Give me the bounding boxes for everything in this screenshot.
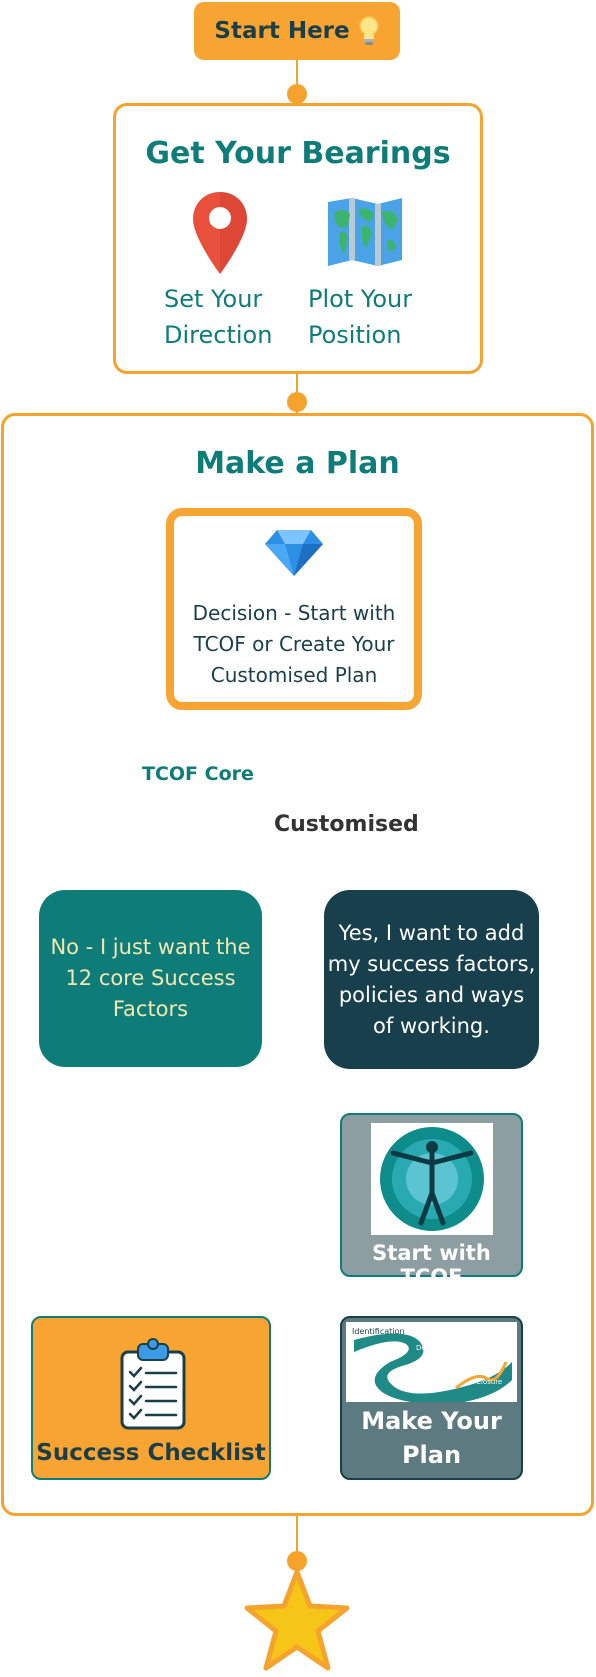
- position-line2: Position: [308, 321, 402, 349]
- yes-box-line1: Yes, I want to add: [338, 920, 525, 945]
- decision-line1: Decision - Start with: [192, 601, 396, 625]
- start-label: Start Here: [214, 18, 350, 44]
- no-box-line2: 12 core Success: [65, 966, 236, 990]
- tcof-label: Start with TCOF: [372, 1241, 491, 1289]
- connector-dot: [287, 84, 307, 104]
- bearings-item-position: Plot Your Position: [308, 281, 412, 353]
- vitruvian-man-image: [371, 1123, 493, 1235]
- yes-box-line4: of working.: [373, 1013, 490, 1038]
- yes-box-line3: policies and ways: [338, 982, 525, 1007]
- world-map-icon: [328, 198, 402, 266]
- direction-line1: Set Your: [164, 285, 263, 313]
- yes-customise-box[interactable]: Yes, I want to add my success factors, p…: [324, 890, 539, 1069]
- branch-label-tcof-core: TCOF Core: [142, 763, 254, 785]
- map-pin-icon: [193, 192, 247, 274]
- lightbulb-icon: [358, 16, 379, 45]
- branch-label-customised: Customised: [274, 812, 419, 837]
- no-core-factors-box[interactable]: No - I just want the 12 core Success Fac…: [39, 890, 262, 1067]
- make-your-plan-box[interactable]: Identification Definition Delivery Closu…: [340, 1316, 523, 1480]
- bearings-title: Get Your Bearings: [145, 136, 451, 171]
- plan-title: Make a Plan: [195, 446, 400, 481]
- make-your-plan-line1: Make Your: [361, 1407, 502, 1435]
- bearings-item-direction: Set Your Direction: [164, 281, 272, 353]
- diamond-icon: [265, 530, 323, 576]
- no-box-line3: Factors: [112, 997, 189, 1021]
- decision-text: Decision - Start with TCOF or Create You…: [174, 598, 414, 691]
- road-label-1: Definition: [416, 1344, 450, 1352]
- star-icon[interactable]: [242, 1568, 352, 1674]
- make-your-plan-line2: Plan: [401, 1441, 462, 1469]
- success-checklist-box[interactable]: Success Checklist: [31, 1316, 271, 1480]
- decision-line3: Customised Plan: [210, 663, 378, 687]
- success-checklist-label: Success Checklist: [36, 1440, 266, 1466]
- yes-box-line2: my success factors,: [327, 951, 536, 976]
- start-here-button[interactable]: Start Here: [194, 2, 400, 60]
- start-with-tcof-box[interactable]: Start with TCOF: [340, 1113, 523, 1289]
- decision-line2: TCOF or Create Your: [193, 632, 395, 656]
- connector-dot: [287, 1551, 307, 1571]
- direction-line2: Direction: [164, 321, 273, 349]
- road-label-3: Closure: [476, 1378, 502, 1386]
- connector-dot: [287, 392, 307, 412]
- road-label-0: Identification: [352, 1327, 404, 1336]
- no-box-line1: No - I just want the: [50, 935, 251, 959]
- make-your-plan-label: Make Your Plan: [342, 1404, 521, 1472]
- bearings-box: Get Your Bearings Set Your Direction Plo…: [113, 103, 483, 374]
- position-line1: Plot Your: [308, 285, 413, 313]
- roadmap-image: Identification Definition Delivery Closu…: [346, 1322, 517, 1402]
- clipboard-checklist-icon: [120, 1338, 186, 1430]
- decision-box[interactable]: Decision - Start with TCOF or Create You…: [166, 508, 422, 710]
- road-label-2: Delivery: [416, 1380, 445, 1388]
